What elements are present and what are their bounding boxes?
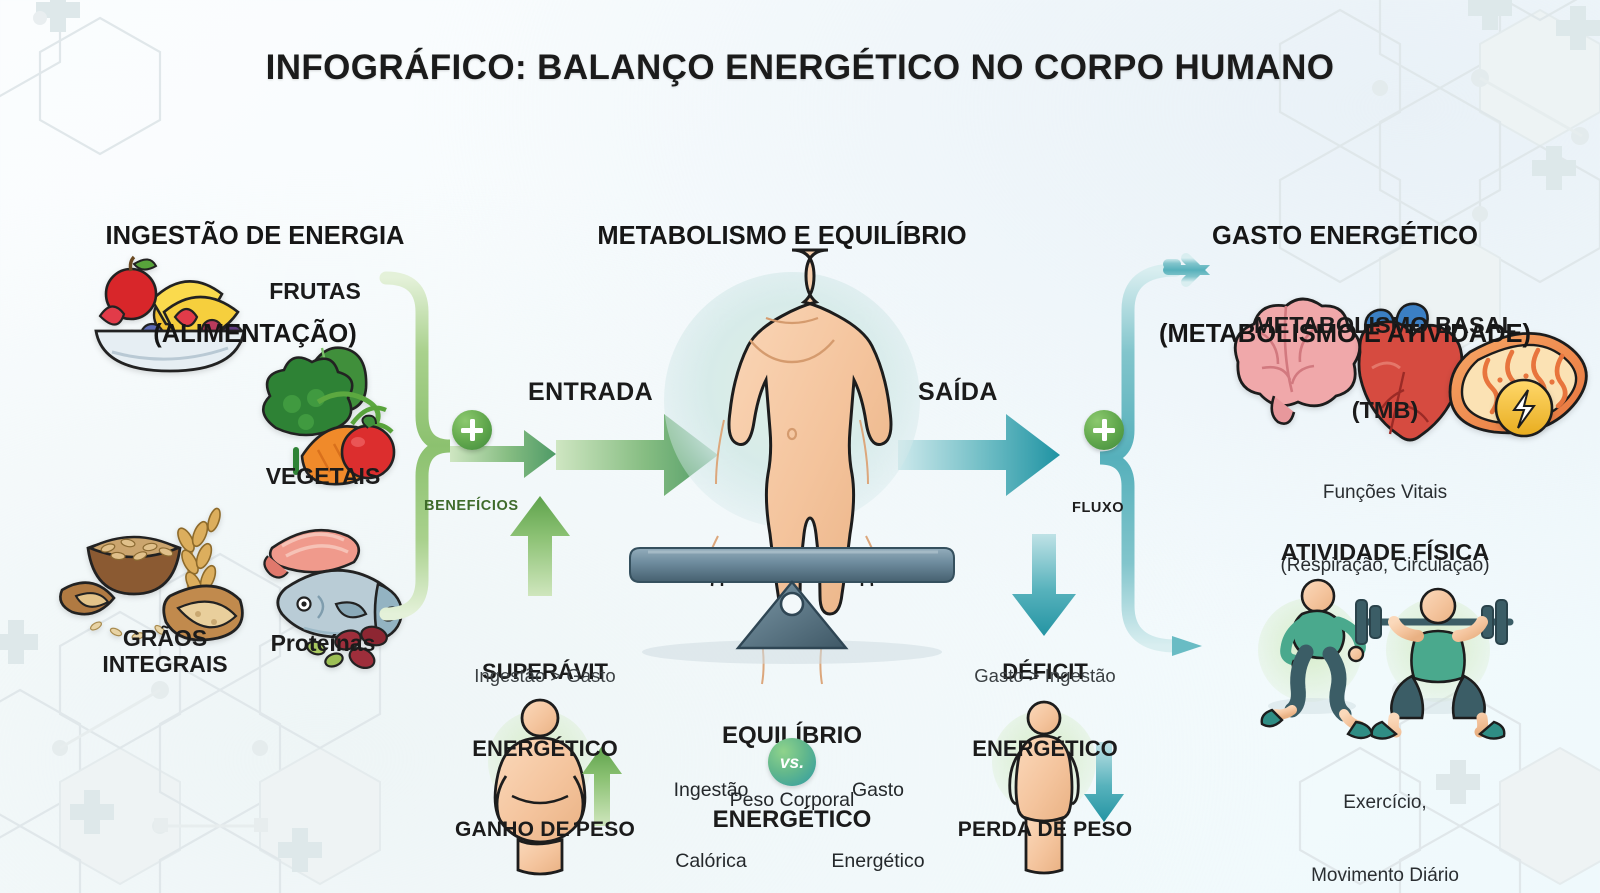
entrada-label: ENTRADA (528, 378, 654, 406)
flow-connector (1099, 253, 1211, 656)
column-heading-left-line1: INGESTÃO DE ENERGIA (105, 222, 405, 251)
equilibrium-intake: Ingestão Calórica (646, 731, 776, 893)
balance-scale-icon (629, 547, 955, 664)
deficit-heading-line1: DÉFICIT (1002, 659, 1088, 685)
column-heading-center: METABOLISMO E EQUILÍBRIO (552, 155, 1012, 318)
equilibrium-footer: Peso Corporal (729, 789, 855, 811)
vegetables-icon (262, 346, 396, 486)
equilibrium-expenditure-line1: Gasto (851, 778, 905, 801)
slim-person-icon (992, 700, 1096, 875)
vs-badge: vs. (768, 738, 816, 786)
whole-grains-icon (59, 507, 244, 642)
deficit-heading: DÉFICIT ENERGÉTICO (952, 608, 1138, 812)
flow-plus-badge (1084, 410, 1124, 450)
surplus-heading-line2: ENERGÉTICO (472, 735, 618, 761)
deficit-footer: PERDA DE PESO (957, 818, 1133, 841)
energy-bolt-icon (1494, 378, 1554, 438)
equilibrium-expenditure: Gasto Energético (812, 731, 944, 893)
column-heading-right: GASTO ENERGÉTICO (METABOLISMO E ATIVIDAD… (1110, 155, 1580, 416)
page-title: INFOGRÁFICO: BALANÇO ENERGÉTICO NO CORPO… (265, 48, 1335, 87)
trend-up-arrow-green (582, 746, 622, 826)
saida-arrow (898, 414, 1060, 496)
flow-caption: FLUXO (1072, 500, 1125, 516)
food-label-proteinas: Proteínas (270, 630, 376, 656)
deficit-sub: Gasto > Ingestão (974, 665, 1116, 686)
food-label-frutas: FRUTAS (269, 278, 361, 304)
fruit-bowl-icon (94, 255, 246, 373)
saida-label: SAÍDA (918, 378, 998, 406)
weightlifting-person-icon (1355, 587, 1514, 740)
column-heading-left: INGESTÃO DE ENERGIA (ALIMENTAÇÃO) (30, 155, 480, 416)
benefits-caption: BENEFÍCIOS (424, 498, 519, 514)
equilibrium-intake-line2: Calórica (675, 849, 747, 872)
surplus-heading: SUPERÁVIT ENERGÉTICO (450, 608, 640, 812)
column-heading-right-line1: GASTO ENERGÉTICO (1212, 222, 1478, 251)
equilibrium-intake-line1: Ingestão (673, 778, 749, 801)
equilibrium-expenditure-line2: Energético (831, 849, 925, 872)
bmr-sub: Funções Vitais (Respiração, Circulação) (1190, 432, 1580, 627)
surplus-sub: Ingestão > Gasto (474, 665, 616, 686)
activity-sub-line2: Movimento Diário (1311, 864, 1459, 886)
activity-heading: ATIVIDADE FÍSICA (1280, 539, 1490, 565)
equilibrium-heading-line2: ENERGÉTICO (712, 806, 872, 834)
overweight-person-icon (488, 698, 592, 876)
bmr-sub-line1: Funções Vitais (1322, 481, 1448, 503)
bmr-heading: METABOLISMO BASAL (TMB) (1190, 255, 1580, 481)
activity-sub-line1: Exercício, (1343, 791, 1427, 813)
column-heading-right-line2: (METABOLISMO E ATIVIDADE) (1158, 320, 1532, 349)
bmr-heading-line1: METABOLISMO BASAL (1254, 312, 1516, 339)
trend-down-arrow-teal (1084, 742, 1124, 822)
heart-icon (1357, 302, 1464, 442)
benefits-plus-badge (452, 410, 492, 450)
activity-sub: Exercício, Movimento Diário (1190, 742, 1580, 893)
food-label-graos: GRÃOS INTEGRAIS (102, 625, 228, 678)
deficit-arrow-down (1012, 534, 1076, 636)
equilibrium-heading: EQUILÍBRIO ENERGÉTICO (672, 666, 912, 891)
column-heading-center-line1: METABOLISMO E EQUILÍBRIO (597, 222, 967, 251)
surplus-heading-line1: SUPERÁVIT (482, 659, 608, 685)
protein-fish-icon (263, 528, 404, 669)
food-label-vegetais: VEGETAIS (265, 463, 381, 489)
column-heading-left-line2: (ALIMENTAÇÃO) (153, 320, 357, 349)
surplus-footer: GANHO DE PESO (455, 818, 635, 841)
bmr-sub-line2: (Respiração, Circulação) (1280, 554, 1490, 576)
surplus-arrow-up (510, 496, 570, 596)
benefits-connector (379, 271, 556, 621)
deficit-heading-line2: ENERGÉTICO (972, 735, 1118, 761)
brain-icon (1233, 297, 1362, 425)
bmr-heading-line2: (TMB) (1351, 396, 1419, 423)
